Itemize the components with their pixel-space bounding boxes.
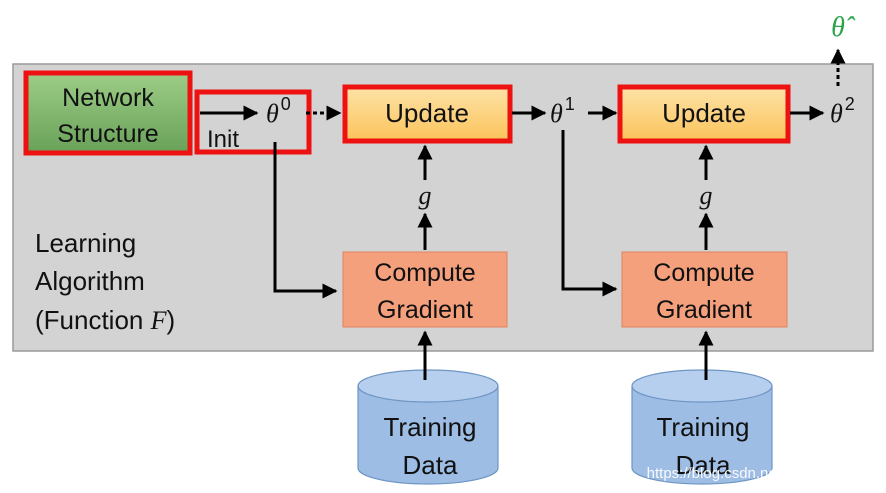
- compute-gradient-1-line1: Compute: [374, 259, 475, 287]
- g-label-1: g: [419, 181, 432, 210]
- update-label-1: Update: [385, 98, 469, 128]
- function-suffix: ): [167, 305, 176, 335]
- theta-0-sup: 0: [281, 94, 291, 114]
- update-box-2: [617, 84, 791, 144]
- init-label: Init: [207, 126, 239, 153]
- training-data-1-line2: Data: [403, 450, 458, 480]
- network-structure-box: [27, 74, 189, 152]
- theta-0-symbol: θ: [266, 99, 279, 128]
- theta-2-sup: 2: [845, 94, 855, 114]
- theta-1-sup: 1: [565, 94, 575, 114]
- network-structure-line2: Structure: [57, 120, 158, 148]
- theta-1-symbol: θ: [550, 99, 563, 128]
- theta-2-symbol: θ: [830, 99, 843, 128]
- g-label-2: g: [700, 181, 713, 210]
- learning-algorithm-line3: (Function F): [35, 305, 175, 335]
- arrow-theta0-gradient1: [273, 142, 338, 299]
- training-data-1-line1: Training: [384, 412, 477, 442]
- update-box-1: [342, 84, 513, 144]
- watermark: https://blog.csdn.net/oldmao_2001: [647, 465, 876, 482]
- learning-algorithm-line2: Algorithm: [35, 266, 145, 296]
- function-prefix: (Function: [35, 305, 151, 335]
- compute-gradient-2-line1: Compute: [653, 259, 754, 287]
- compute-gradient-box-2: [621, 251, 788, 328]
- arrow-theta1-gradient2: [561, 130, 618, 297]
- compute-gradient-1-line2: Gradient: [377, 296, 473, 324]
- training-data-2-line2: Data: [676, 450, 731, 480]
- compute-gradient-box-1: [342, 251, 508, 328]
- theta-hat: θ̂: [831, 12, 856, 43]
- network-structure-highlight: [23, 70, 193, 156]
- training-data-cylinder-2: [631, 369, 773, 485]
- function-var: F: [150, 306, 168, 335]
- training-data-cylinder-1: [357, 369, 499, 485]
- compute-gradient-2-line2: Gradient: [656, 296, 752, 324]
- network-structure-line1: Network: [62, 84, 154, 112]
- init-highlight: [194, 89, 312, 155]
- training-data-2-line1: Training: [657, 412, 750, 442]
- learning-algorithm-line1: Learning: [35, 228, 136, 258]
- update-label-2: Update: [662, 98, 746, 128]
